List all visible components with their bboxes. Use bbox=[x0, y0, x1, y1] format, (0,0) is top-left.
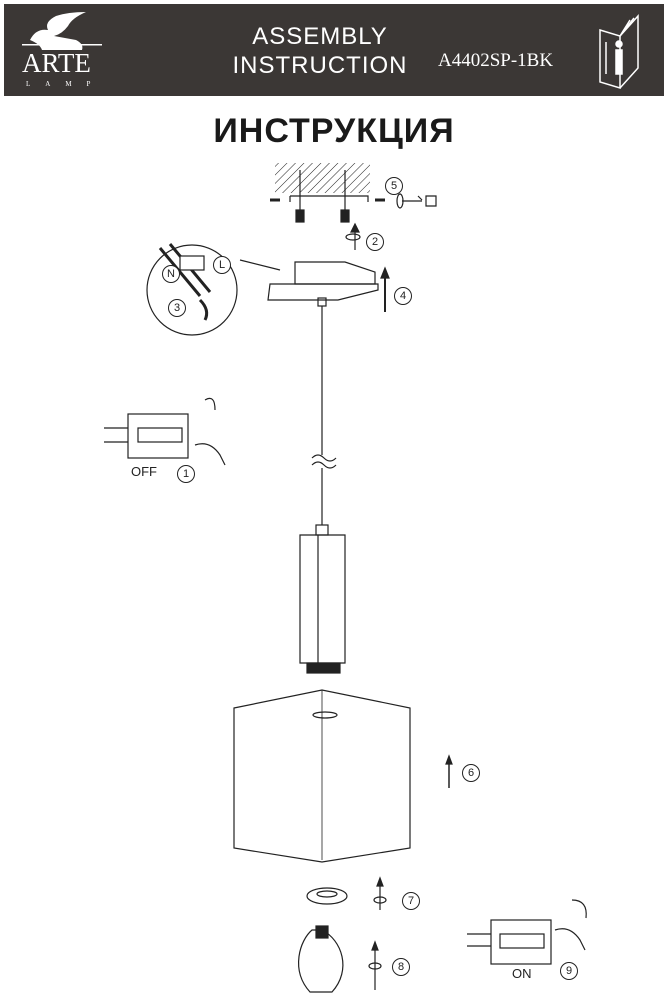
step-3-marker: 3 bbox=[168, 299, 186, 317]
neutral-wire-label: N bbox=[162, 265, 180, 283]
step-8-marker: 8 bbox=[392, 958, 410, 976]
step-6-marker: 6 bbox=[462, 764, 480, 782]
step-4-marker: 4 bbox=[394, 287, 412, 305]
brand-subtext: LAMP bbox=[26, 80, 106, 88]
lamp-shade-illustration bbox=[233, 689, 453, 863]
manual-info-icon bbox=[599, 14, 639, 90]
switch-off-label: OFF bbox=[131, 464, 157, 479]
switch-on-label: ON bbox=[512, 966, 532, 981]
step-5-marker: 5 bbox=[385, 177, 403, 195]
header-title: ASSEMBLY INSTRUCTION bbox=[200, 22, 440, 80]
lamp-body-illustration bbox=[299, 524, 346, 674]
switch-off-illustration bbox=[104, 397, 226, 466]
canopy-illustration bbox=[239, 259, 390, 312]
switch-on-illustration bbox=[467, 899, 587, 965]
step-7-marker: 7 bbox=[402, 892, 420, 910]
step-9-marker: 9 bbox=[560, 962, 578, 980]
header-icons bbox=[22, 12, 639, 90]
live-wire-label: L bbox=[213, 256, 231, 274]
header-title-line2: INSTRUCTION bbox=[232, 52, 408, 79]
wiring-detail-illustration bbox=[146, 243, 238, 336]
header-bar bbox=[4, 4, 664, 96]
cord-break-symbol bbox=[311, 454, 337, 469]
ring-and-bulb-illustration bbox=[298, 876, 387, 993]
header-title-line1: ASSEMBLY bbox=[252, 23, 388, 50]
winged-lion-logo-icon bbox=[22, 12, 102, 50]
brand-logo-text: ARTE bbox=[22, 48, 91, 78]
step-2-marker: 2 bbox=[366, 233, 384, 251]
step-1-marker: 1 bbox=[177, 465, 195, 483]
model-number: A4402SP-1BK bbox=[438, 50, 554, 71]
page-title: ИНСТРУКЦИЯ bbox=[213, 112, 455, 150]
ceiling-mount-illustration bbox=[270, 163, 437, 250]
